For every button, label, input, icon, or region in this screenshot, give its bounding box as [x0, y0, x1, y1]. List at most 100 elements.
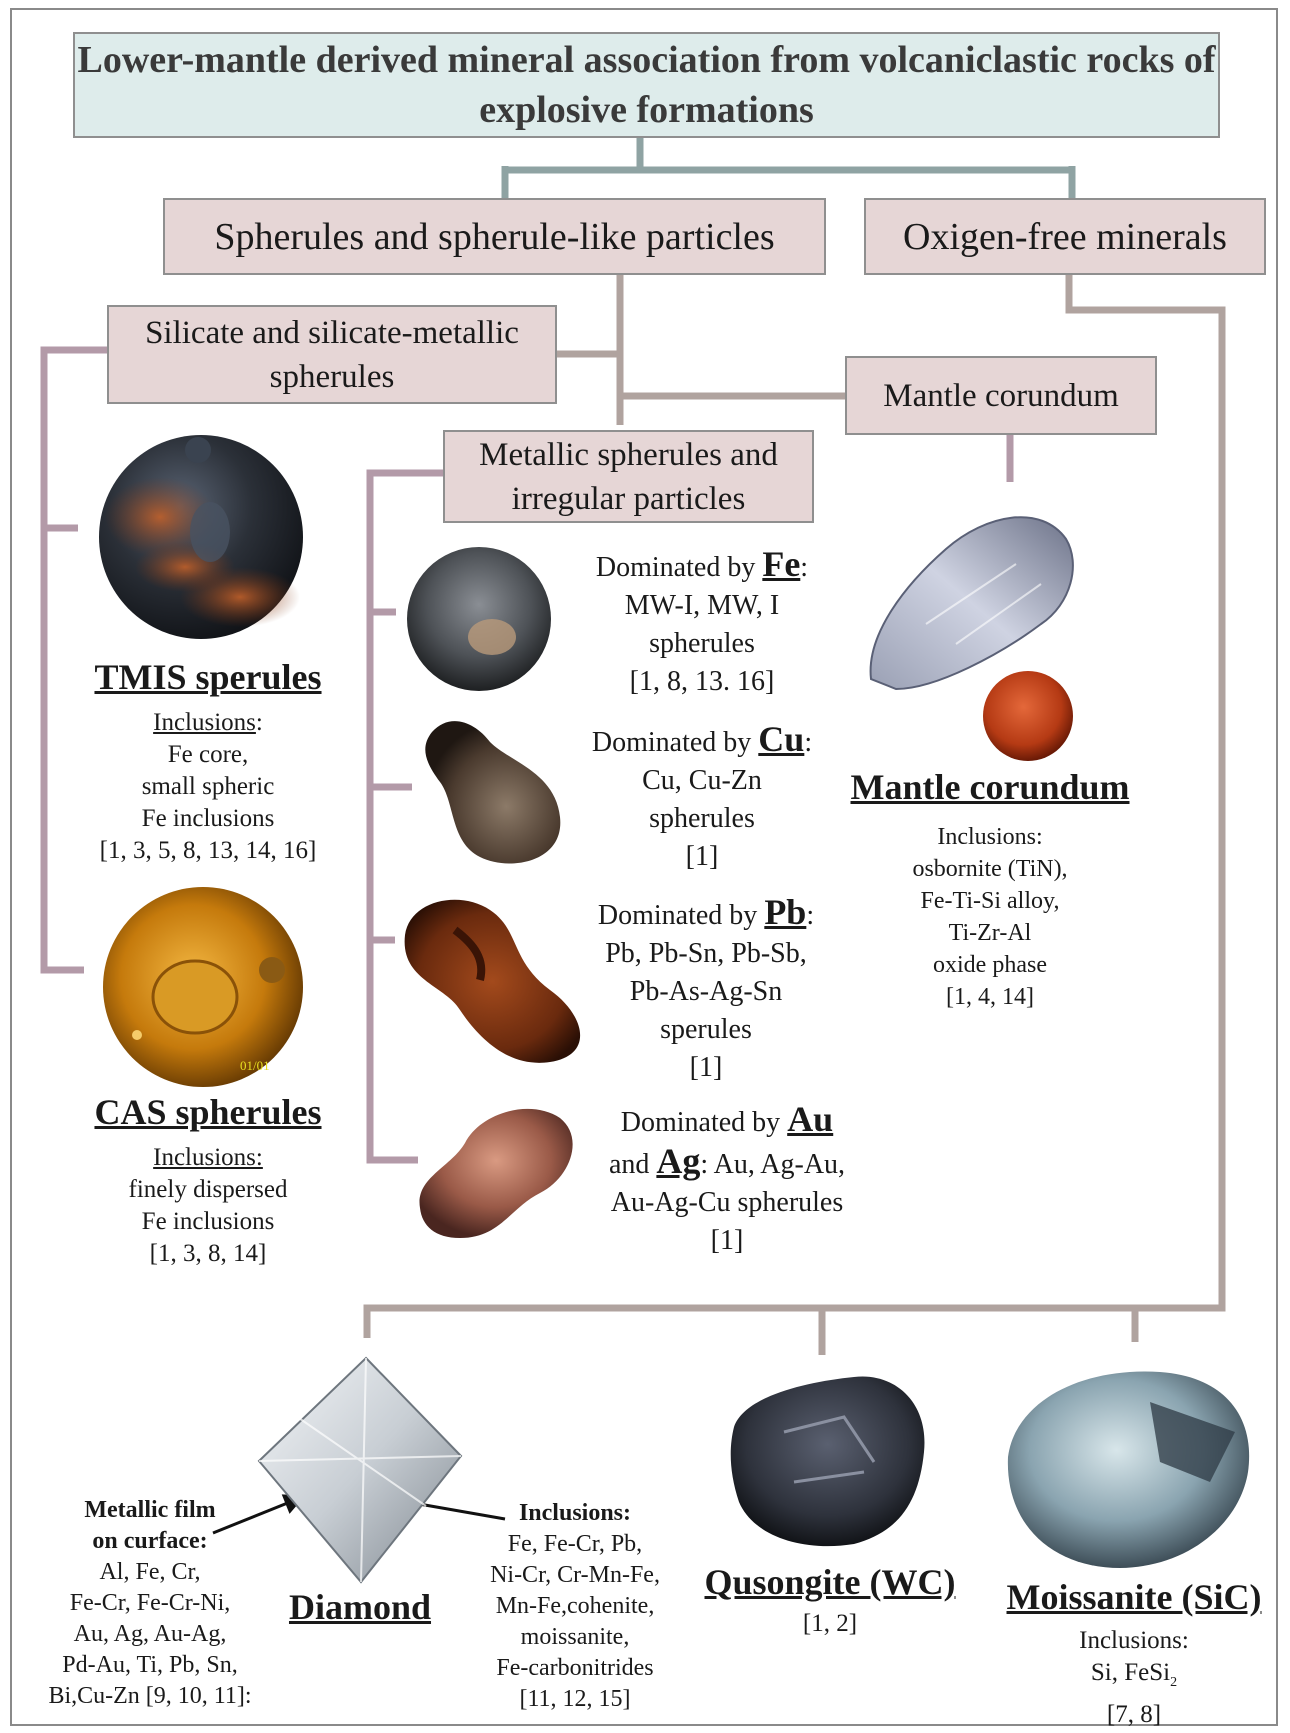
- film-heading: on curface:: [30, 1526, 270, 1557]
- au-refs: [1]: [572, 1222, 882, 1260]
- fe-line: spherules: [572, 625, 832, 663]
- au-and: and: [609, 1149, 649, 1180]
- corundum-inclusion-line: osbornite (TiN),: [840, 853, 1140, 885]
- pb-block: Dominated by Pb: Pb, Pb-Sn, Pb-Sb, Pb-As…: [572, 893, 840, 1087]
- moissanite-subscript: 2: [1170, 1675, 1177, 1690]
- qusongite-name: Qusongite (WC): [690, 1560, 970, 1604]
- pb-line: Pb-As-Ag-Sn: [572, 973, 840, 1011]
- cu-block: Dominated by Cu: Cu, Cu-Zn spherules [1]: [572, 720, 832, 876]
- tmis-inclusions-label: Inclusions: [153, 709, 256, 736]
- subcategory-silicate: Silicate and silicate-metallic spherules: [107, 305, 557, 404]
- corundum-inclusion-line: Fe-Ti-Si alloy,: [840, 885, 1140, 917]
- diamond-name: Diamond: [260, 1585, 460, 1629]
- cas-inclusions-label: Inclusions:: [153, 1144, 263, 1171]
- moissanite-refs: [7, 8]: [990, 1699, 1278, 1731]
- au-block: Dominated by Au and Ag: Au, Ag-Au, Au-Ag…: [572, 1100, 882, 1260]
- tmis-inclusion-line: small spheric: [60, 771, 356, 803]
- cu-refs: [1]: [572, 838, 832, 876]
- subcategory-silicate-label: Silicate and silicate-metallic spherules: [133, 311, 531, 399]
- corundum-inclusion-line: oxide phase: [840, 949, 1140, 981]
- film-line: Fe-Cr, Fe-Cr-Ni,: [30, 1588, 270, 1619]
- au-line: Au-Ag-Cu spherules: [572, 1184, 882, 1222]
- cu-line: spherules: [572, 800, 832, 838]
- moissanite-inclusion-line: Si, FeSi: [1091, 1659, 1170, 1686]
- moissanite-block: Moissanite (SiC) Inclusions: Si, FeSi2 […: [990, 1575, 1278, 1731]
- cas-inclusion-line: Fe inclusions: [60, 1206, 356, 1238]
- au-prefix: Dominated by: [621, 1107, 780, 1138]
- fe-prefix: Dominated by: [596, 552, 755, 583]
- category-oxygen-free-label: Oxigen-free minerals: [903, 214, 1227, 260]
- pb-refs: [1]: [572, 1049, 840, 1087]
- cas-block: CAS spherules Inclusions: finely dispers…: [60, 1090, 356, 1270]
- category-spherules: Spherules and spherule-like particles: [163, 198, 826, 275]
- tmis-colon: :: [256, 709, 263, 736]
- subcategory-corundum-label: Mantle corundum: [883, 374, 1119, 418]
- pb-element: Pb: [764, 892, 806, 932]
- cas-spherule-photo: 01/01: [97, 885, 309, 1090]
- film-line: Au, Ag, Au-Ag,: [30, 1619, 270, 1650]
- fe-line: MW-I, MW, I: [572, 587, 832, 625]
- diamond-inclusion-line: Mn-Fe,cohenite,: [455, 1591, 695, 1622]
- au-particle-photo: [410, 1098, 580, 1243]
- au-element: Au: [787, 1099, 833, 1139]
- diamond-inclusions-block: Inclusions: Fe, Fe-Cr, Pb, Ni-Cr, Cr-Mn-…: [455, 1498, 695, 1715]
- fe-refs: [1, 8, 13. 16]: [572, 663, 832, 701]
- pb-particle-photo: [400, 890, 592, 1070]
- tmis-name: TMIS sperules: [60, 655, 356, 699]
- page-title: Lower-mantle derived mineral association…: [75, 35, 1218, 135]
- category-oxygen-free: Oxigen-free minerals: [864, 198, 1266, 275]
- cas-photo-stamp: 01/01: [240, 1058, 270, 1073]
- tmis-block: TMIS sperules Inclusions: Fe core, small…: [60, 655, 356, 867]
- qusongite-refs: [1, 2]: [690, 1608, 970, 1640]
- corundum-spherule-photo: [980, 669, 1076, 763]
- pb-line: Pb, Pb-Sn, Pb-Sb,: [572, 935, 840, 973]
- pb-prefix: Dominated by: [598, 900, 757, 931]
- tmis-inclusion-line: Fe inclusions: [60, 803, 356, 835]
- title-box: Lower-mantle derived mineral association…: [73, 32, 1220, 138]
- moissanite-crystal-photo: [1000, 1362, 1258, 1572]
- cas-name: CAS spherules: [60, 1090, 356, 1134]
- cu-element: Cu: [758, 719, 804, 759]
- category-spherules-label: Spherules and spherule-like particles: [214, 214, 774, 260]
- corundum-inclusion-line: Ti-Zr-Al: [840, 917, 1140, 949]
- spherules-trunk: [556, 275, 845, 425]
- qusongite-block: Qusongite (WC) [1, 2]: [690, 1560, 970, 1640]
- diamond-inclusion-line: [11, 12, 15]: [455, 1684, 695, 1715]
- tmis-spherule-photo: [90, 432, 312, 642]
- pb-line: sperules: [572, 1011, 840, 1049]
- diamond-name-block: Diamond: [260, 1585, 460, 1629]
- film-heading: Metallic film: [30, 1495, 270, 1526]
- subcategory-metallic: Metallic spherules and irregular particl…: [443, 430, 814, 523]
- cas-refs: [1, 3, 8, 14]: [60, 1238, 356, 1270]
- corundum-refs: [1, 4, 14]: [840, 981, 1140, 1013]
- subcategory-metallic-label: Metallic spherules and irregular particl…: [465, 433, 792, 521]
- au-line: Au, Ag-Au,: [714, 1149, 845, 1180]
- film-line: Al, Fe, Cr,: [30, 1557, 270, 1588]
- qusongite-crystal-photo: [724, 1372, 934, 1552]
- film-line: Pd-Au, Ti, Pb, Sn,: [30, 1650, 270, 1681]
- title-connector: [505, 138, 1072, 198]
- cas-inclusion-line: finely dispersed: [60, 1174, 356, 1206]
- diamond-inclusion-line: moissanite,: [455, 1622, 695, 1653]
- moissanite-inclusions-label: Inclusions:: [990, 1625, 1278, 1657]
- cu-particle-photo: [420, 712, 570, 872]
- ag-element: Ag: [656, 1141, 700, 1181]
- corundum-inclusions-label: Inclusions:: [840, 821, 1140, 853]
- diamond-inclusion-line: Ni-Cr, Cr-Mn-Fe,: [455, 1560, 695, 1591]
- cu-prefix: Dominated by: [592, 727, 751, 758]
- tmis-inclusion-line: Fe core,: [60, 739, 356, 771]
- film-line: Bi,Cu-Zn [9, 10, 11]:: [30, 1681, 270, 1712]
- diamond-inclusion-line: Fe, Fe-Cr, Pb,: [455, 1529, 695, 1560]
- fe-block: Dominated by Fe: MW-I, MW, I spherules […: [572, 545, 832, 701]
- corundum-name: Mantle corundum: [840, 765, 1140, 809]
- corundum-crystal-photo: [866, 504, 1078, 692]
- corundum-block: Mantle corundum Inclusions: osbornite (T…: [840, 765, 1140, 1013]
- diamond-film-block: Metallic film on curface: Al, Fe, Cr, Fe…: [30, 1495, 270, 1712]
- tmis-refs: [1, 3, 5, 8, 13, 14, 16]: [60, 835, 356, 867]
- cu-line: Cu, Cu-Zn: [572, 762, 832, 800]
- fe-element: Fe: [762, 544, 800, 584]
- diamond-crystal-photo: [256, 1356, 464, 1584]
- diamond-inclusion-line: Fe-carbonitrides: [455, 1653, 695, 1684]
- moissanite-name: Moissanite (SiC): [990, 1575, 1278, 1619]
- fe-spherule-photo: [404, 545, 554, 693]
